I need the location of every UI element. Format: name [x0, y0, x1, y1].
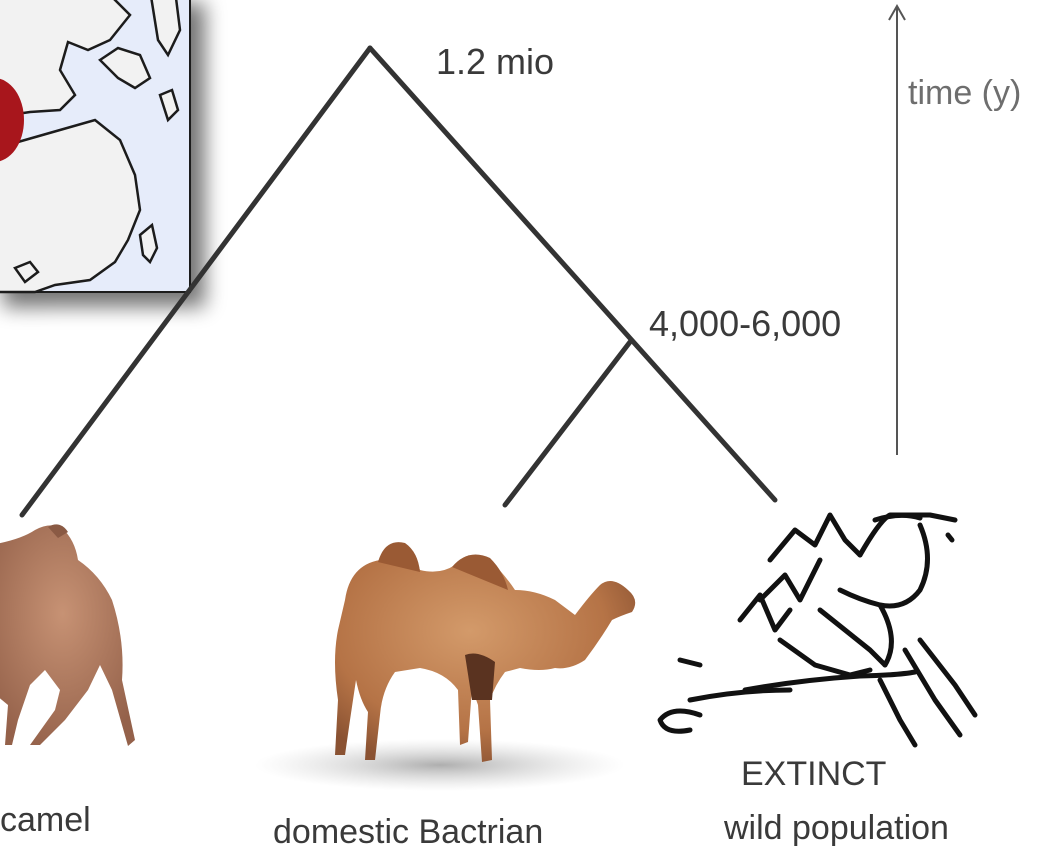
- taxon-label-wild-population: wild population: [724, 811, 949, 845]
- root-node-label: 1.2 mio: [436, 44, 554, 80]
- time-axis-label: time (y): [908, 76, 1021, 110]
- taxon-label-camel: camel: [0, 803, 91, 837]
- time-axis: [889, 6, 905, 455]
- camel-sketch-drawing: [660, 515, 975, 745]
- branch-domestic: [505, 342, 630, 505]
- taxon-label-domestic: domestic Bactrian: [273, 815, 543, 849]
- camel-domestic-photo: [255, 542, 635, 791]
- map-inset: [0, 0, 190, 292]
- camel-left-photo: [0, 524, 135, 746]
- taxon-label-extinct: EXTINCT: [741, 757, 886, 791]
- split-node-label: 4,000-6,000: [649, 306, 841, 342]
- branch-right: [370, 48, 775, 500]
